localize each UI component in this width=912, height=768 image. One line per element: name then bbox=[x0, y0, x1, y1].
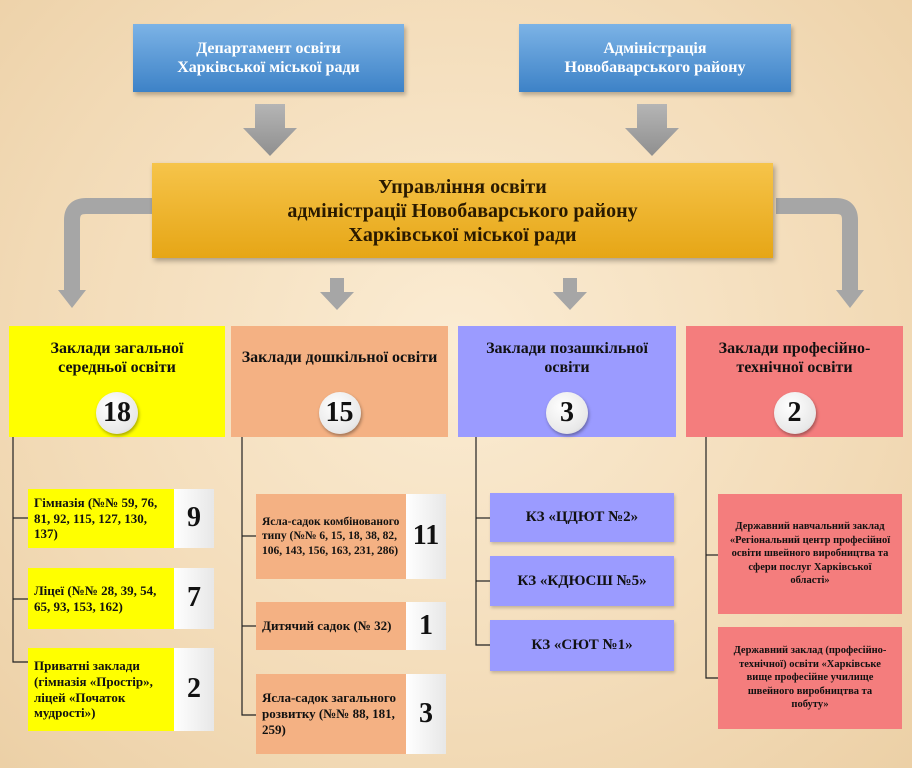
list-item-private: Приватні заклади (гімназія «Простір», лі… bbox=[28, 648, 214, 731]
item-count: 11 bbox=[406, 494, 446, 579]
list-item-vocational-school: Державний заклад (професійно-технічної) … bbox=[718, 627, 902, 729]
item-count: 1 bbox=[406, 602, 446, 650]
item-text: Ліцеї (№№ 28, 39, 54, 65, 93, 153, 162) bbox=[34, 582, 157, 614]
list-item-combined-nursery: Ясла-садок комбінованого типу (№№ 6, 15,… bbox=[256, 494, 446, 579]
list-item-cdyut: КЗ «ЦДЮТ №2» bbox=[490, 493, 674, 542]
arrow-down-right bbox=[625, 104, 679, 156]
department-box: Департамент освіти Харківської міської р… bbox=[133, 24, 404, 92]
category-vocational: Заклади професійно-технічної освіти 2 bbox=[686, 326, 903, 437]
count-circle: 15 bbox=[318, 392, 361, 434]
list-item-lyceums: Ліцеї (№№ 28, 39, 54, 65, 93, 153, 162) … bbox=[28, 568, 214, 629]
item-text: Ясла-садок загального розвитку (№№ 88, 1… bbox=[262, 690, 397, 737]
list-item-syut: КЗ «СЮТ №1» bbox=[490, 620, 674, 671]
item-count: 2 bbox=[174, 648, 214, 731]
department-line2: Харківської міської ради bbox=[177, 59, 360, 76]
education-department-box: Управління освіти адміністрації Новобава… bbox=[152, 163, 773, 258]
count-circle: 3 bbox=[546, 392, 588, 434]
list-item-gymnasium: Гімназія (№№ 59, 76, 81, 92, 115, 127, 1… bbox=[28, 489, 214, 548]
category-title: Заклади загальної середньої освіти bbox=[50, 339, 184, 376]
administration-box: Адміністрація Новобаварського району bbox=[519, 24, 791, 92]
category-title: Заклади професійно-технічної освіти bbox=[718, 339, 871, 376]
item-text: Приватні заклади (гімназія «Простір», лі… bbox=[34, 657, 153, 721]
list-item-kdyush: КЗ «КДЮСШ №5» bbox=[490, 556, 674, 606]
arrow-down-left bbox=[243, 104, 297, 156]
arrow-down-preschool bbox=[320, 278, 354, 310]
list-item-regional-center: Державний навчальний заклад «Регіональни… bbox=[718, 494, 902, 614]
item-text: Дитячий садок (№ 32) bbox=[262, 618, 392, 634]
administration-line2: Новобаварського району bbox=[564, 59, 746, 76]
item-text: Ясла-садок комбінованого типу (№№ 6, 15,… bbox=[262, 516, 400, 557]
count-circle: 18 bbox=[96, 392, 138, 434]
item-count: 9 bbox=[174, 489, 214, 548]
list-item-kindergarten: Дитячий садок (№ 32) 1 bbox=[256, 602, 446, 650]
count-circle: 2 bbox=[773, 392, 816, 434]
arrow-bent-left bbox=[64, 198, 152, 292]
main-line3: Харківської міської ради bbox=[348, 223, 577, 246]
category-title: Заклади позашкільної освіти bbox=[486, 339, 648, 376]
category-preschool: Заклади дошкільної освіти 15 bbox=[231, 326, 448, 437]
category-general-secondary: Заклади загальної середньої освіти 18 bbox=[9, 326, 225, 437]
item-count: 3 bbox=[406, 674, 446, 754]
category-title: Заклади дошкільної освіти bbox=[241, 349, 438, 367]
main-line2: адміністрації Новобаварського району bbox=[287, 199, 638, 222]
item-text: Гімназія (№№ 59, 76, 81, 92, 115, 127, 1… bbox=[34, 494, 158, 542]
arrow-down-extracurricular bbox=[553, 278, 587, 310]
administration-line1: Адміністрація bbox=[603, 39, 707, 57]
main-line1: Управління освіти bbox=[378, 175, 547, 198]
arrow-bent-right bbox=[776, 198, 858, 292]
category-extracurricular: Заклади позашкільної освіти 3 bbox=[458, 326, 676, 437]
list-item-general-nursery: Ясла-садок загального розвитку (№№ 88, 1… bbox=[256, 674, 446, 754]
department-line1: Департамент освіти bbox=[196, 39, 341, 57]
item-count: 7 bbox=[174, 568, 214, 629]
